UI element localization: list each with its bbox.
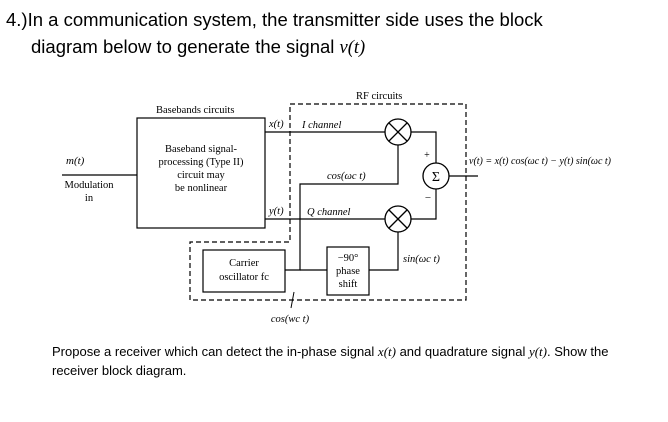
- modulation-label-line-2: in: [85, 193, 94, 204]
- transmitter-block-diagram: Σ + − RF circuits Basebands circuits Bas…: [62, 91, 612, 325]
- x-signal-label: x(t): [268, 119, 284, 130]
- question-line-1: 4.)In a communication system, the transm…: [6, 6, 656, 33]
- oscillator-output-label: cos(wc t): [271, 314, 310, 325]
- prompt-line-1-b: and quadrature signal: [395, 344, 529, 359]
- q-channel-label: Q channel: [307, 207, 351, 218]
- sin-label: sin(ωc t): [403, 254, 440, 265]
- oscillator-label-line-2: oscillator fc: [219, 272, 269, 283]
- sin-carrier-line: [369, 232, 399, 271]
- modulation-label-line-1: Modulation: [65, 180, 115, 191]
- i-mixer: [384, 118, 412, 146]
- cos-label: cos(ωc t): [327, 171, 366, 182]
- processor-line-2: processing (Type II): [159, 157, 244, 168]
- prompt-y-symbol: y(t): [528, 344, 547, 359]
- rf-circuits-label: RF circuits: [356, 91, 402, 102]
- question-line-2: diagram below to generate the signal v(t…: [6, 33, 656, 62]
- question-number: 4.): [6, 9, 28, 30]
- i-channel-label: I channel: [301, 120, 341, 131]
- processor-line-4: be nonlinear: [175, 183, 228, 194]
- processor-line-1: Baseband signal-: [165, 144, 238, 155]
- input-label: m(t): [66, 155, 85, 167]
- i-product-line: [411, 131, 437, 163]
- question-line-1-text: In a communication system, the transmitt…: [27, 9, 543, 30]
- baseband-circuits-label: Basebands circuits: [156, 105, 234, 116]
- prompt-text: Propose a receiver which can detect the …: [52, 342, 652, 380]
- processor-line-3: circuit may: [177, 170, 225, 181]
- question-line-2-text: diagram below to generate the signal: [31, 36, 335, 57]
- prompt-line-1-c: . Show the: [547, 344, 609, 359]
- carrier-oscillator-block: [202, 249, 286, 293]
- prompt-x-symbol: x(t): [377, 344, 396, 359]
- prompt-line-2: receiver block diagram.: [52, 363, 187, 378]
- output-equation-label: v(t) = x(t) cos(ωc t) − y(t) sin(ωc t): [469, 156, 612, 167]
- signal-v-symbol: v(t): [339, 38, 366, 58]
- prompt-line-1-a: Propose a receiver which can detect the …: [52, 344, 378, 359]
- phase-shift-line-3: shift: [339, 279, 358, 290]
- plus-sign: +: [424, 150, 430, 161]
- oscillator-output-line: [290, 291, 295, 309]
- summer-symbol: Σ: [432, 170, 440, 185]
- q-mixer: [384, 205, 412, 233]
- y-signal-label: y(t): [268, 206, 284, 217]
- prompt-line-1: Propose a receiver which can detect the …: [52, 342, 652, 361]
- baseband-processor-block: [136, 117, 266, 229]
- phase-shift-line-2: phase: [336, 266, 360, 277]
- question-text: 4.)In a communication system, the transm…: [6, 6, 656, 62]
- phase-shift-line-1: −90°: [338, 253, 359, 264]
- phase-shift-block: [326, 246, 370, 296]
- q-product-line: [411, 189, 437, 220]
- oscillator-label-line-1: Carrier: [229, 258, 259, 269]
- minus-sign: −: [425, 192, 431, 204]
- rf-circuits-boundary: [189, 103, 467, 301]
- cos-carrier-line: [285, 145, 399, 271]
